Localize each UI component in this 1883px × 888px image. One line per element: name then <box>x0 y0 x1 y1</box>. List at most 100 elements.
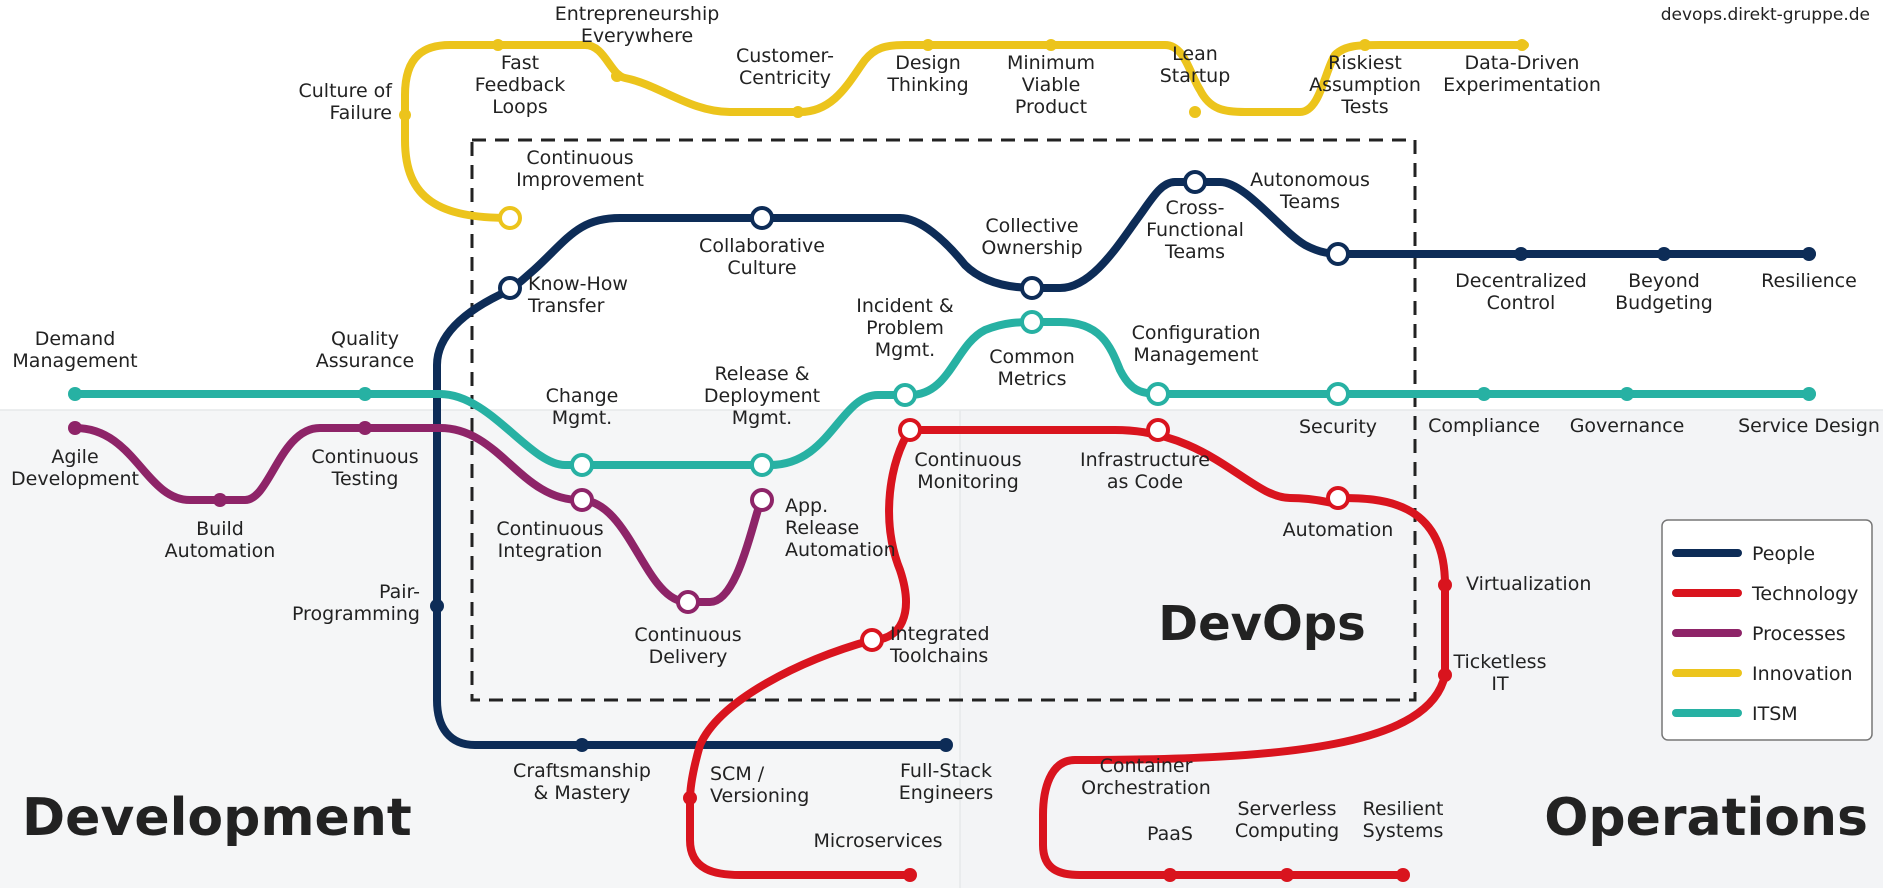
station-label-line: Assurance <box>316 350 414 372</box>
station-label-line: Startup <box>1160 65 1231 87</box>
station-service-design <box>1802 387 1816 401</box>
station-label-line: Governance <box>1570 415 1685 437</box>
station-label-line: Minimum <box>1007 52 1095 74</box>
legend-label-technology: Technology <box>1751 583 1858 605</box>
station-label-line: Versioning <box>710 785 809 807</box>
station-label-line: Pair- <box>379 581 420 603</box>
station-label-line: Beyond <box>1628 270 1700 292</box>
station-label-line: Continuous <box>496 518 603 540</box>
station-label-line: Mgmt. <box>732 407 792 429</box>
station-change-mgmt <box>570 453 594 477</box>
station-label-pair-programming: Pair-Programming <box>292 581 420 625</box>
station-incident-and-problem-mgmt <box>893 383 917 407</box>
station-label-line: Continuous <box>634 624 741 646</box>
station-label-line: Resilience <box>1761 270 1857 292</box>
station-label-line: Product <box>1015 96 1087 118</box>
station-label-line: Toolchains <box>889 645 988 667</box>
station-label-line: Automation <box>785 539 896 561</box>
station-craftsmanship-and-mastery <box>575 738 589 752</box>
station-integrated-toolchains <box>860 628 884 652</box>
station-label-line: Functional <box>1146 219 1244 241</box>
station-continuous-integration <box>570 488 594 512</box>
station-label-line: Computing <box>1235 820 1339 842</box>
station-label-line: Failure <box>329 102 392 124</box>
station-label-line: Automation <box>165 540 276 562</box>
station-label-line: Systems <box>1363 820 1444 842</box>
station-security <box>1326 382 1350 406</box>
station-label-line: Design <box>895 52 961 74</box>
station-label-line: Mgmt. <box>875 339 935 361</box>
station-data-driven-experimentation <box>1516 39 1528 51</box>
operations-title: Operations <box>1544 788 1868 848</box>
station-serverless-computing <box>1280 868 1294 882</box>
station-label-line: Centricity <box>739 67 831 89</box>
station-label-line: Control <box>1487 292 1556 314</box>
station-label-line: Programming <box>292 603 420 625</box>
station-label-line: PaaS <box>1147 823 1193 845</box>
station-label-line: Change <box>546 385 619 407</box>
metro-stations <box>68 39 1816 882</box>
legend-label-innovation: Innovation <box>1752 663 1853 685</box>
station-app-release-automation <box>750 488 774 512</box>
station-continuous-monitoring <box>898 418 922 442</box>
station-quality-assurance <box>358 387 372 401</box>
station-label-line: Autonomous <box>1250 169 1370 191</box>
station-label-craftsmanship-and-mastery: Craftsmanship& Mastery <box>513 760 651 804</box>
station-label-line: Release <box>785 517 859 539</box>
processes-line <box>71 424 766 606</box>
station-label-line: Service Design <box>1738 415 1880 437</box>
station-label-line: & Mastery <box>534 782 631 804</box>
station-label-line: Security <box>1299 416 1377 438</box>
station-label-line: Ownership <box>981 237 1082 259</box>
station-label-line: Resilient <box>1363 798 1444 820</box>
station-label-line: Orchestration <box>1081 777 1211 799</box>
station-continuous-improvement <box>498 206 522 230</box>
station-label-line: Tests <box>1340 96 1388 118</box>
station-label-line: Loops <box>492 96 547 118</box>
station-label-line: Full-Stack <box>900 760 992 782</box>
station-label-line: Continuous <box>311 446 418 468</box>
station-label-line: Demand <box>35 328 116 350</box>
station-demand-management <box>68 387 82 401</box>
station-resilient-systems <box>1396 868 1410 882</box>
station-label-service-design: Service Design <box>1738 415 1880 437</box>
legend-box <box>1661 519 1873 741</box>
station-label-line: Improvement <box>516 169 644 191</box>
station-fast-feedback-loops <box>492 39 504 51</box>
station-compliance <box>1477 387 1491 401</box>
station-collaborative-culture <box>750 206 774 230</box>
station-resilience <box>1802 247 1816 261</box>
itsm-line <box>71 318 1816 469</box>
station-agile-development <box>68 421 82 435</box>
station-label-line: Culture of <box>298 80 393 102</box>
station-label-compliance: Compliance <box>1428 415 1540 437</box>
station-label-line: Customer- <box>736 45 834 67</box>
station-customer-centricity <box>792 106 804 118</box>
station-beyond-budgeting <box>1657 247 1671 261</box>
station-label-line: Continuous <box>914 449 1021 471</box>
legend-label-processes: Processes <box>1752 623 1846 645</box>
station-label-line: Development <box>11 468 139 490</box>
